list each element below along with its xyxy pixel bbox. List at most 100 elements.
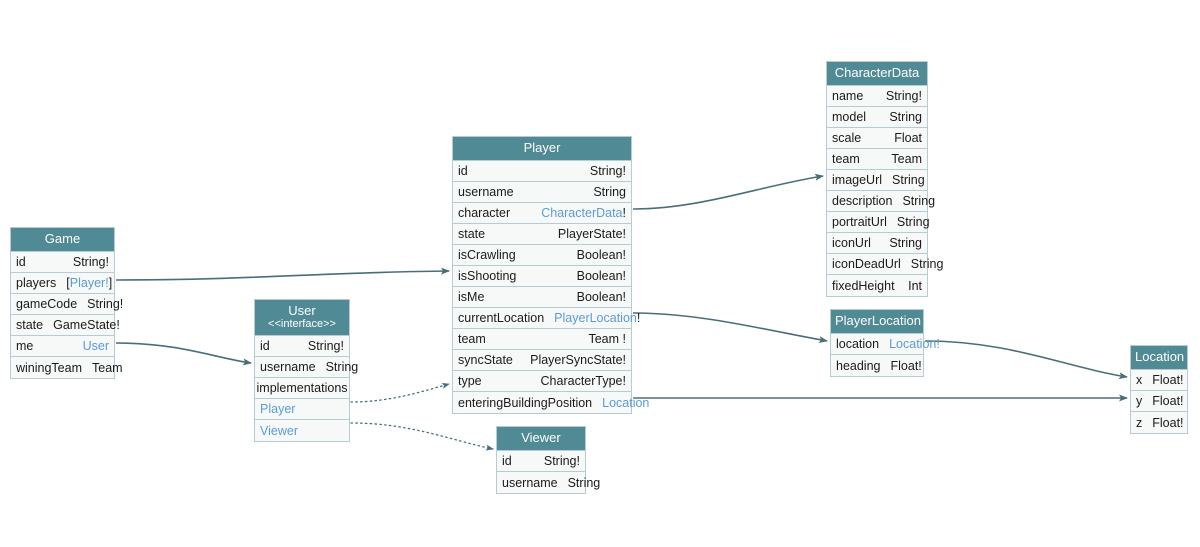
field-row: iconUrl String <box>827 233 927 254</box>
field-type: String! <box>543 454 580 468</box>
entity-title: Game <box>44 231 81 246</box>
field-name: z <box>1136 415 1143 430</box>
field-row[interactable]: character CharacterData! <box>453 203 631 224</box>
field-name: iconDeadUrl <box>832 257 901 271</box>
field-type: GameState! <box>53 318 120 332</box>
entity-header-player: Player <box>453 137 631 161</box>
field-type-link[interactable]: Location! <box>889 337 940 351</box>
field-name: username <box>502 475 558 490</box>
entity-title: Location <box>1135 349 1185 364</box>
field-row: gameCode String! <box>11 294 123 315</box>
entity-header-location: Location <box>1131 346 1187 370</box>
field-row[interactable]: players[Player!] <box>11 273 114 294</box>
field-row: id String! <box>497 451 585 472</box>
field-type: String! <box>589 164 626 178</box>
entity-header-game: Game <box>11 228 114 252</box>
field-name: x <box>1136 373 1143 387</box>
edge-player-character-to-characterdata <box>632 173 824 210</box>
field-name: scale <box>832 131 862 145</box>
field-name: isCrawling <box>458 248 516 262</box>
field-name: name <box>832 89 864 103</box>
field-row: id String! <box>453 161 631 182</box>
field-row[interactable]: me User <box>11 336 114 357</box>
field-type-link[interactable]: Location <box>602 395 650 410</box>
field-type: Boolean! <box>576 269 626 283</box>
entity-header-characterdata: CharacterData <box>827 62 927 86</box>
field-type-link[interactable]: CharacterData <box>541 206 623 220</box>
field-name: id <box>260 339 270 353</box>
field-type: String! <box>87 297 124 311</box>
field-name[interactable]: Viewer <box>260 423 298 438</box>
field-type-link[interactable]: User <box>82 339 109 353</box>
field-type: String! <box>885 89 922 103</box>
edge-user-viewer-implements <box>350 422 494 451</box>
field-type[interactable]: CharacterData! <box>541 206 626 220</box>
field-type: String <box>910 257 944 271</box>
field-type: String! <box>72 255 109 269</box>
field-row: implementations <box>255 378 349 399</box>
entity-title: PlayerLocation <box>835 313 921 328</box>
field-type: PlayerState! <box>557 227 626 241</box>
field-row: iconDeadUrl String <box>827 254 943 275</box>
field-type: Boolean! <box>576 248 626 262</box>
field-row: x Float! <box>1131 370 1187 391</box>
edge-player-currentlocation-to-playerlocation <box>632 312 828 344</box>
field-name: enteringBuildingPosition <box>458 395 593 410</box>
field-type-link[interactable]: Player! <box>69 276 109 290</box>
field-name: fixedHeight <box>832 278 895 293</box>
field-type[interactable]: [Player!] <box>66 276 113 290</box>
field-type: String <box>325 360 359 374</box>
field-type[interactable]: Location <box>592 396 649 410</box>
field-type: Float! <box>1152 373 1184 387</box>
field-name[interactable]: Player <box>260 402 296 416</box>
field-row[interactable]: Viewer <box>255 420 349 441</box>
field-name: type <box>458 374 482 388</box>
field-row[interactable]: Player <box>255 399 349 420</box>
field-name: iconUrl <box>832 236 871 250</box>
field-name: me <box>16 339 34 353</box>
field-type-link[interactable]: PlayerLocation <box>554 311 637 325</box>
field-type[interactable]: Location! <box>879 337 940 351</box>
field-type: String <box>902 194 936 208</box>
field-type[interactable]: User <box>73 339 109 353</box>
field-name: username <box>458 185 514 199</box>
field-row[interactable]: enteringBuildingPosition Location <box>453 392 649 413</box>
field-name: gameCode <box>16 297 78 311</box>
field-type: PlayerSyncState! <box>530 353 626 367</box>
field-type: CharacterType! <box>540 374 626 388</box>
field-type: String <box>889 236 922 250</box>
field-type: Float <box>894 131 922 145</box>
field-type: String <box>896 215 930 229</box>
field-type: Boolean! <box>576 290 626 304</box>
field-type: Float! <box>890 358 922 373</box>
entity-title: CharacterData <box>834 65 920 80</box>
field-name: character <box>458 206 511 220</box>
field-name: id <box>458 164 468 178</box>
field-type: String <box>892 173 925 187</box>
field-name: id <box>502 454 512 468</box>
field-row: username String <box>255 357 358 378</box>
field-name: username <box>260 360 316 374</box>
field-type[interactable]: PlayerLocation! <box>554 311 641 325</box>
